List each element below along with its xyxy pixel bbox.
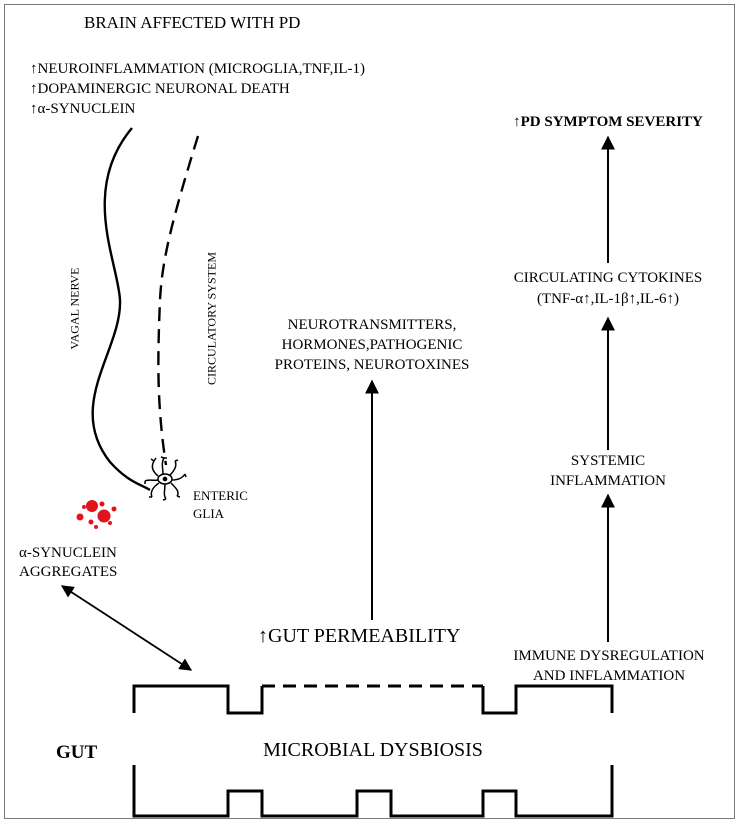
cytokines-line2: (TNF-α↑,IL-1β↑,IL-6↑): [536, 291, 680, 307]
synuclein-gut-arrow: [60, 585, 193, 671]
immune-line2: AND INFLAMMATION: [532, 668, 686, 684]
enteric-glia-icon: [144, 456, 187, 501]
enteric-glia-label-line2: GLIA: [193, 506, 225, 521]
figure-frame: [4, 4, 735, 819]
microbial-dysbiosis-label: MICROBIAL DYSBIOSIS: [263, 739, 483, 761]
circulatory-system-label: CIRCULATORY SYSTEM: [204, 251, 219, 386]
systemic-line1: SYSTEMIC: [570, 453, 646, 469]
synuclein-aggregates-icon: [76, 500, 117, 529]
severity-label: ↑PD SYMPTOM SEVERITY: [513, 114, 703, 130]
vagal-nerve-line: [91, 127, 151, 492]
cytokines-line1: CIRCULATING CYTOKINES: [513, 270, 703, 286]
gut-outline: [132, 684, 614, 818]
gut-label: GUT: [56, 742, 98, 763]
synuclein-label-line1: α-SYNUCLEIN: [19, 545, 117, 561]
brain-effect-neuroinflammation: ↑NEUROINFLAMMATION (MICROGLIA,TNF,IL-1): [30, 61, 366, 77]
neuro-line1: NEUROTRANSMITTERS,: [287, 317, 457, 333]
brain-effect-synuclein: ↑α-SYNUCLEIN: [30, 101, 136, 117]
synuclein-label-line2: AGGREGATES: [19, 564, 118, 580]
neuro-line2: HORMONES,PATHOGENIC: [281, 337, 463, 353]
vagal-nerve-label: VAGAL NERVE: [67, 267, 82, 350]
systemic-line2: INFLAMMATION: [550, 473, 666, 489]
brain-title: BRAIN AFFECTED WITH PD: [84, 13, 301, 32]
enteric-glia-label-line1: ENTERIC: [193, 488, 248, 503]
immune-line1: IMMUNE DYSREGULATION: [513, 648, 705, 664]
gut-permeability-label: ↑GUT PERMEABILITY: [258, 625, 461, 647]
circulatory-system-line: [157, 135, 200, 466]
brain-effect-neuronal-death: ↑DOPAMINERGIC NEURONAL DEATH: [30, 81, 290, 97]
neuro-line3: PROTEINS, NEUROTOXINES: [274, 357, 470, 373]
